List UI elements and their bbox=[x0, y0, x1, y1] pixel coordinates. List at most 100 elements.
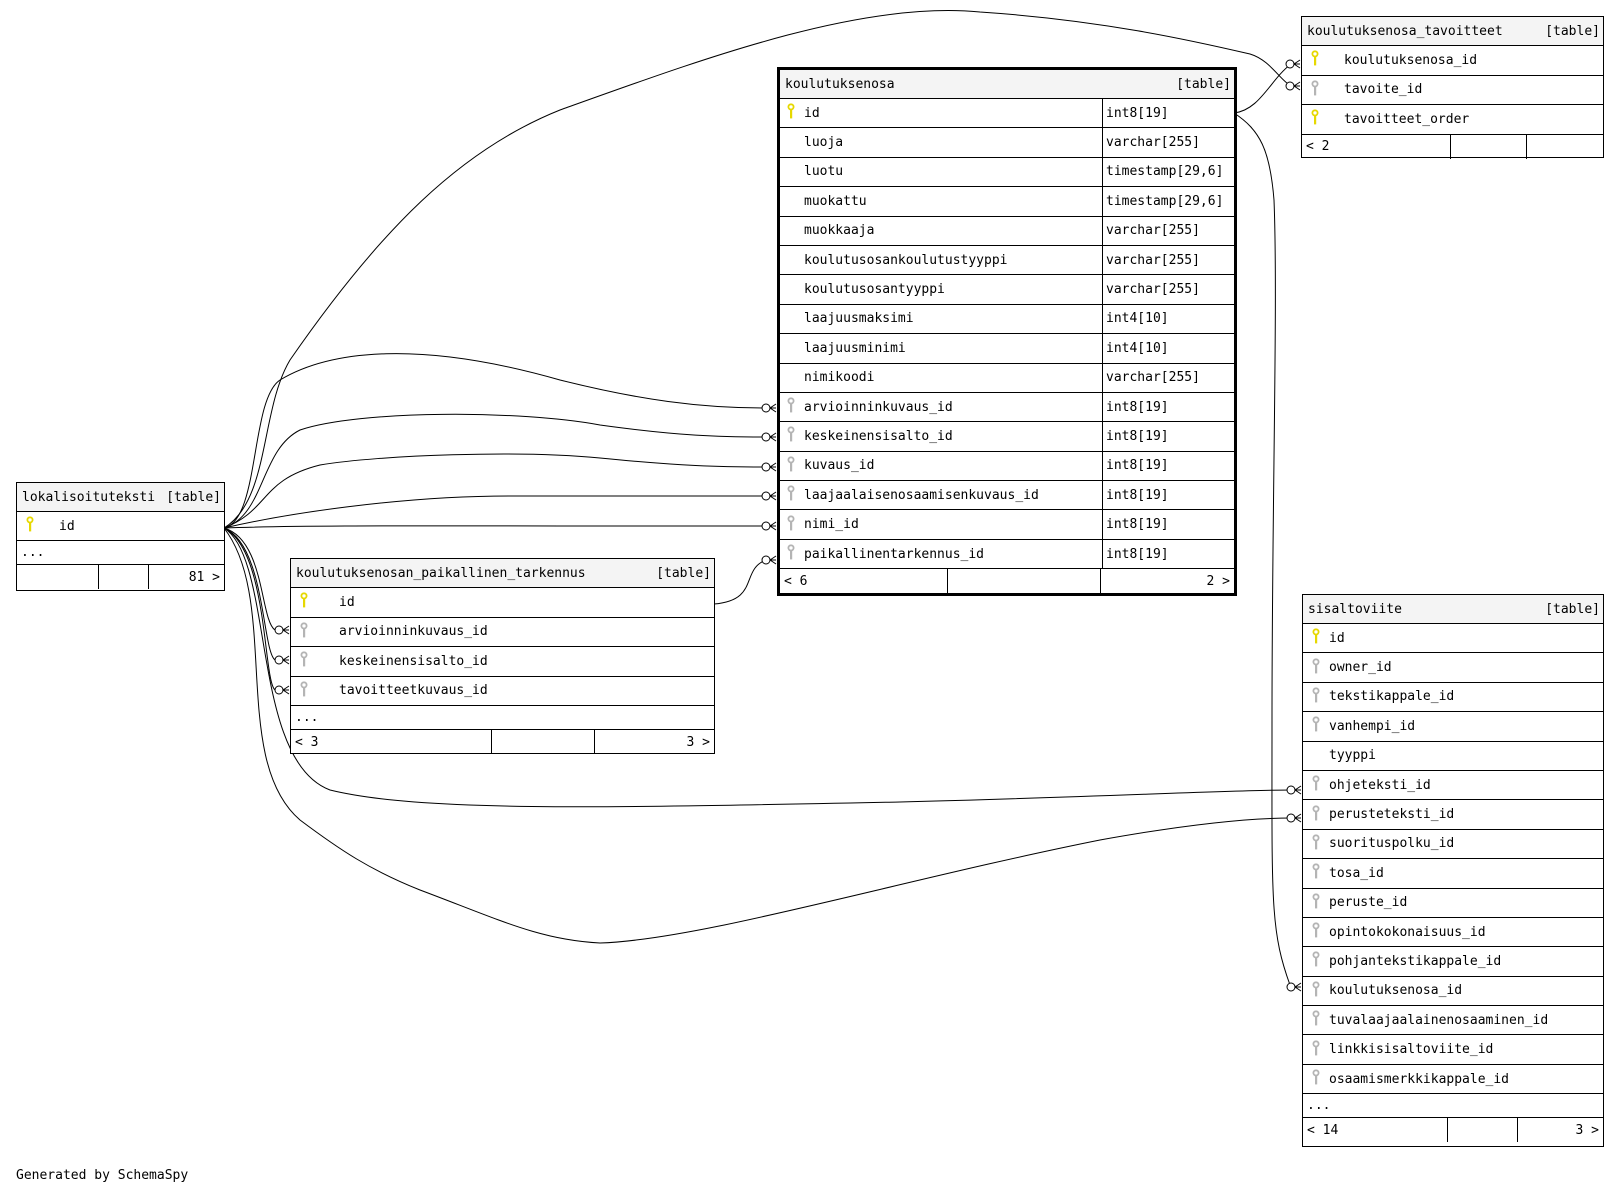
column-name: opintokokonaisuus_id bbox=[1329, 924, 1486, 940]
table-header: koulutuksenosa_tavoitteet[table] bbox=[1302, 17, 1603, 46]
column-name-cell: laajaalaisenosaamisenkuvaus_id bbox=[780, 481, 1102, 509]
column-name: tavoite_id bbox=[1344, 82, 1423, 98]
children-count[interactable] bbox=[1527, 135, 1603, 159]
column-name-cell: paikallinentarkennus_id bbox=[780, 540, 1102, 568]
table-koulutuksenosan-paikallinen-tarkennus[interactable]: koulutuksenosan_paikallinen_tarkennus[ta… bbox=[290, 558, 715, 754]
column-row[interactable]: id bbox=[291, 588, 714, 618]
table-name: lokalisoituteksti bbox=[22, 489, 156, 505]
column-row[interactable]: pohjantekstikappale_id bbox=[1303, 947, 1603, 977]
column-row[interactable]: paikallinentarkennus_id int8[19] bbox=[780, 539, 1234, 570]
table-lokalisoituteksti[interactable]: lokalisoituteksti[table]id...81 > bbox=[16, 482, 225, 591]
column-row[interactable]: vanhempi_id bbox=[1303, 712, 1603, 742]
no-key-spacer bbox=[784, 305, 798, 333]
foreign-key-icon bbox=[784, 452, 798, 480]
column-row[interactable]: tosa_id bbox=[1303, 859, 1603, 889]
column-row[interactable]: koulutuksenosa_id bbox=[1303, 977, 1603, 1007]
column-name: arvioinninkuvaus_id bbox=[339, 624, 488, 640]
crows-foot-icon bbox=[274, 685, 290, 695]
column-row[interactable]: tekstikappale_id bbox=[1303, 683, 1603, 713]
foreign-key-icon bbox=[1309, 712, 1323, 740]
children-count[interactable]: 81 > bbox=[188, 569, 220, 585]
column-row[interactable]: opintokokonaisuus_id bbox=[1303, 918, 1603, 948]
parents-count[interactable]: < 3 bbox=[291, 730, 492, 754]
column-row[interactable]: linkkisisaltoviite_id bbox=[1303, 1035, 1603, 1065]
edge-sisaltoviite-koulutuksenosa bbox=[1233, 112, 1291, 986]
column-row[interactable]: peruste_id bbox=[1303, 889, 1603, 918]
column-row[interactable]: keskeinensisalto_id bbox=[291, 647, 714, 677]
column-row[interactable]: owner_id bbox=[1303, 653, 1603, 683]
column-row[interactable]: tavoitteet_order bbox=[1302, 105, 1603, 135]
column-name: paikallinentarkennus_id bbox=[804, 546, 985, 562]
table-koulutuksenosa-tavoitteet[interactable]: koulutuksenosa_tavoitteet[table] koulutuk… bbox=[1301, 16, 1604, 159]
column-row[interactable]: ohjeteksti_id bbox=[1303, 771, 1603, 801]
table-header: koulutuksenosan_paikallinen_tarkennus[ta… bbox=[291, 559, 714, 588]
column-row[interactable]: tavoite_id bbox=[1302, 76, 1603, 105]
column-row[interactable]: koulutuksenosa_id bbox=[1302, 46, 1603, 76]
column-name: id bbox=[804, 105, 820, 121]
column-name: peruste_id bbox=[1329, 895, 1408, 911]
column-name-cell: peruste_id bbox=[1303, 889, 1603, 917]
column-name-cell: luotu bbox=[780, 158, 1102, 186]
foreign-key-icon bbox=[297, 618, 311, 647]
parents-count[interactable]: < 14 bbox=[1303, 1118, 1448, 1143]
column-name: vanhempi_id bbox=[1329, 718, 1416, 734]
table-kind: [table] bbox=[166, 489, 221, 505]
foreign-key-icon bbox=[784, 393, 798, 421]
crows-foot-icon bbox=[761, 491, 777, 501]
column-row[interactable]: perusteteksti_id bbox=[1303, 800, 1603, 830]
parents-count[interactable]: < 2 bbox=[1302, 134, 1451, 159]
column-name-cell: suorituspolku_id bbox=[1303, 830, 1603, 858]
table-footer: < 2 bbox=[1302, 134, 1603, 159]
column-name-cell: tuvalaajaalainenosaaminen_id bbox=[1303, 1006, 1603, 1034]
column-type: int8[19] bbox=[1102, 539, 1234, 569]
column-name-cell: ohjeteksti_id bbox=[1303, 771, 1603, 799]
column-row[interactable]: id bbox=[17, 512, 224, 541]
column-name-cell: tyyppi bbox=[1303, 742, 1603, 770]
table-footer: < 14 3 > bbox=[1303, 1118, 1603, 1143]
parents-count[interactable] bbox=[17, 565, 99, 589]
column-row[interactable]: tyyppi bbox=[1303, 742, 1603, 771]
column-name-cell: nimikoodi bbox=[780, 364, 1102, 392]
edge-paikallinentarkennus bbox=[713, 559, 767, 605]
children-count[interactable]: 3 > bbox=[1575, 1122, 1599, 1138]
children-count[interactable]: 2 > bbox=[1206, 573, 1230, 589]
column-row[interactable]: laajuusminimi int4[10] bbox=[780, 334, 1234, 364]
parents-count[interactable]: < 6 bbox=[780, 569, 948, 594]
table-footer: < 3 3 > bbox=[291, 730, 714, 754]
column-name: laajaalaisenosaamisenkuvaus_id bbox=[804, 487, 1039, 503]
column-type: int8[19] bbox=[1102, 392, 1234, 422]
column-row[interactable]: osaamismerkkikappale_id bbox=[1303, 1065, 1603, 1095]
column-row[interactable]: id bbox=[1303, 624, 1603, 654]
column-row[interactable]: arvioinninkuvaus_id bbox=[291, 618, 714, 647]
children-count[interactable]: 3 > bbox=[686, 734, 710, 750]
crows-foot-icon bbox=[761, 462, 777, 472]
column-row[interactable]: tavoitteetkuvaus_id bbox=[291, 677, 714, 706]
column-name-cell: kuvaus_id bbox=[780, 452, 1102, 480]
column-name: koulutuksenosa_id bbox=[1344, 52, 1478, 68]
column-type: int4[10] bbox=[1102, 334, 1234, 363]
foreign-key-icon bbox=[1309, 918, 1323, 946]
column-name: tavoitteetkuvaus_id bbox=[339, 683, 488, 699]
column-name: laajuusminimi bbox=[804, 340, 906, 356]
column-row[interactable]: tuvalaajaalainenosaaminen_id bbox=[1303, 1006, 1603, 1036]
crows-foot-icon bbox=[274, 625, 290, 635]
table-header: koulutuksenosa[table] bbox=[780, 70, 1234, 99]
column-name: id bbox=[59, 518, 75, 534]
column-row[interactable]: suorituspolku_id bbox=[1303, 830, 1603, 860]
